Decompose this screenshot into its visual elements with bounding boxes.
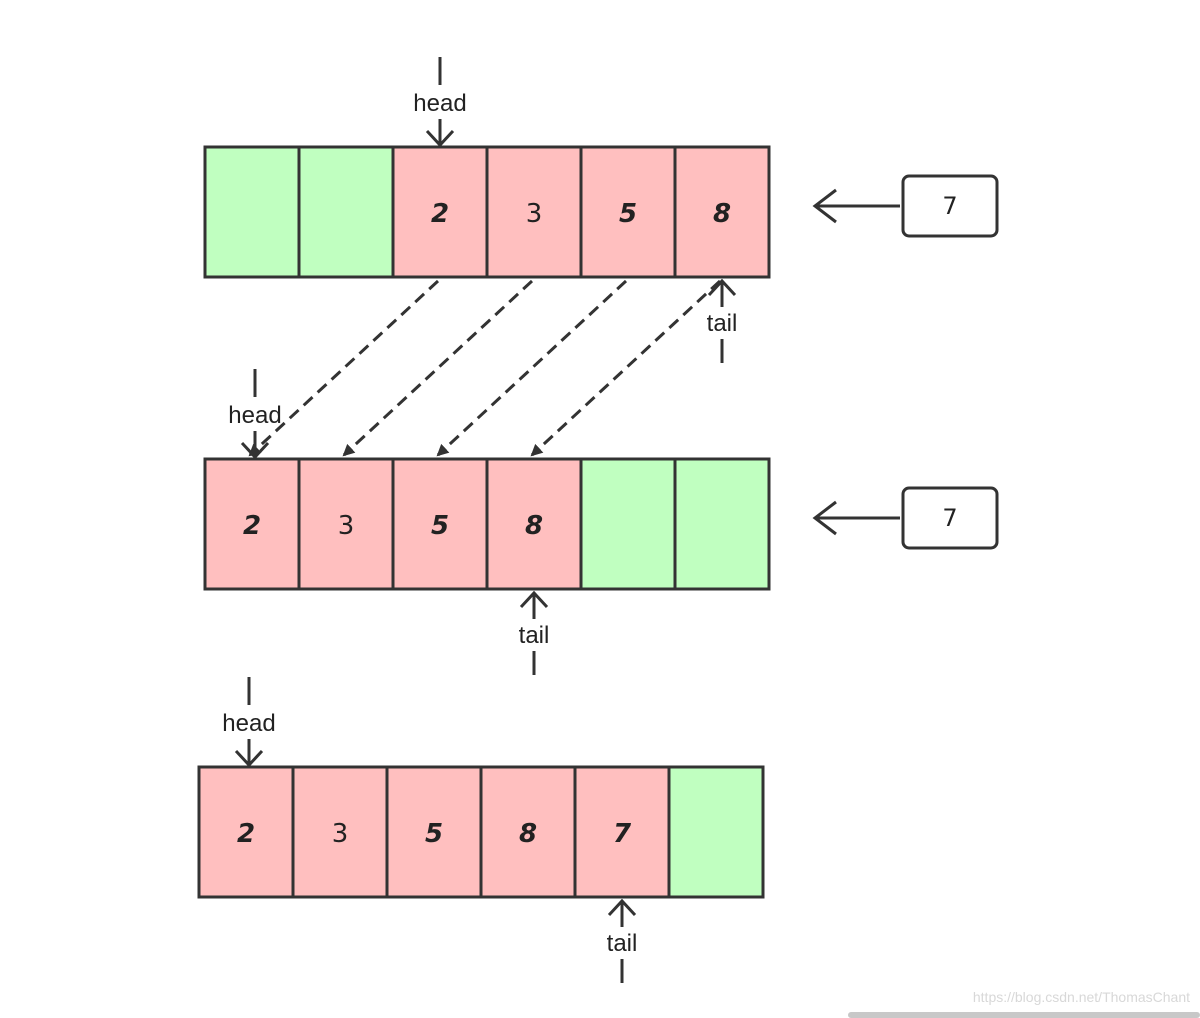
queue-cell-empty bbox=[667, 765, 765, 899]
incoming-element-box bbox=[901, 174, 999, 238]
horizontal-scrollbar[interactable] bbox=[848, 1012, 1200, 1018]
queue-cell-empty bbox=[579, 457, 677, 591]
queue-rows: 2 3 5 8 head tail 7 2 3 5 8 head tail 7 2 3 5 8 7 head tail bbox=[197, 57, 999, 983]
queue-row: 2 3 5 8 head tail 7 bbox=[203, 57, 999, 363]
move-arrows bbox=[248, 279, 722, 457]
queue-cell-filled bbox=[297, 457, 395, 591]
arrow-down-icon bbox=[240, 441, 270, 460]
queue-row: 2 3 5 8 head tail 7 bbox=[203, 369, 999, 675]
queue-cell-filled bbox=[385, 765, 483, 899]
queue-cell-filled bbox=[485, 457, 583, 591]
queue-cell-filled bbox=[485, 145, 583, 279]
cell-value: 5 bbox=[425, 819, 443, 849]
move-arrow bbox=[530, 279, 722, 457]
queue-cell-filled bbox=[573, 765, 671, 899]
queue-row: 2 3 5 8 7 head tail bbox=[197, 677, 765, 983]
queue-cell-empty bbox=[297, 145, 395, 279]
head-label: head bbox=[228, 402, 281, 429]
arrow-left-icon bbox=[812, 188, 837, 224]
arrow-left-icon bbox=[812, 500, 837, 536]
queue-cell-filled bbox=[391, 457, 489, 591]
queue-cell-filled bbox=[197, 765, 295, 899]
move-arrow bbox=[248, 279, 440, 457]
incoming-element: 7 bbox=[812, 174, 999, 238]
arrow-down-icon bbox=[425, 129, 455, 148]
move-arrow bbox=[342, 279, 534, 457]
cell-value: 3 bbox=[526, 199, 543, 229]
tail-pointer: tail bbox=[607, 898, 638, 983]
incoming-element-box bbox=[901, 486, 999, 550]
cell-value: 5 bbox=[619, 199, 637, 229]
cell-value: 3 bbox=[332, 819, 349, 849]
head-pointer: head bbox=[413, 57, 467, 148]
head-label: head bbox=[413, 90, 466, 117]
tail-pointer: tail bbox=[707, 278, 738, 363]
move-arrow bbox=[436, 279, 628, 457]
tail-label: tail bbox=[519, 622, 550, 649]
cell-value: 7 bbox=[613, 819, 632, 849]
head-label: head bbox=[222, 710, 275, 737]
cell-value: 8 bbox=[519, 819, 537, 849]
cell-value: 2 bbox=[431, 199, 449, 229]
cell-value: 2 bbox=[237, 819, 255, 849]
queue-cell-filled bbox=[673, 145, 771, 279]
cell-value: 3 bbox=[338, 511, 355, 541]
tail-label: tail bbox=[607, 930, 638, 957]
queue-cell-empty bbox=[673, 457, 771, 591]
arrow-down-icon bbox=[234, 749, 264, 768]
cell-value: 2 bbox=[243, 511, 261, 541]
cell-value: 8 bbox=[525, 511, 543, 541]
cell-value: 8 bbox=[713, 199, 731, 229]
queue-cell-filled bbox=[479, 765, 577, 899]
incoming-element-value: 7 bbox=[942, 504, 957, 532]
head-pointer: head bbox=[222, 677, 276, 768]
watermark: https://blog.csdn.net/ThomasChant bbox=[972, 989, 1190, 1005]
incoming-element-value: 7 bbox=[942, 192, 957, 220]
incoming-element: 7 bbox=[812, 486, 999, 550]
tail-pointer: tail bbox=[519, 590, 550, 675]
tail-label: tail bbox=[707, 310, 738, 337]
queue-cell-empty bbox=[203, 145, 301, 279]
queue-cell-filled bbox=[291, 765, 389, 899]
cell-value: 5 bbox=[431, 511, 449, 541]
head-pointer: head bbox=[228, 369, 282, 460]
